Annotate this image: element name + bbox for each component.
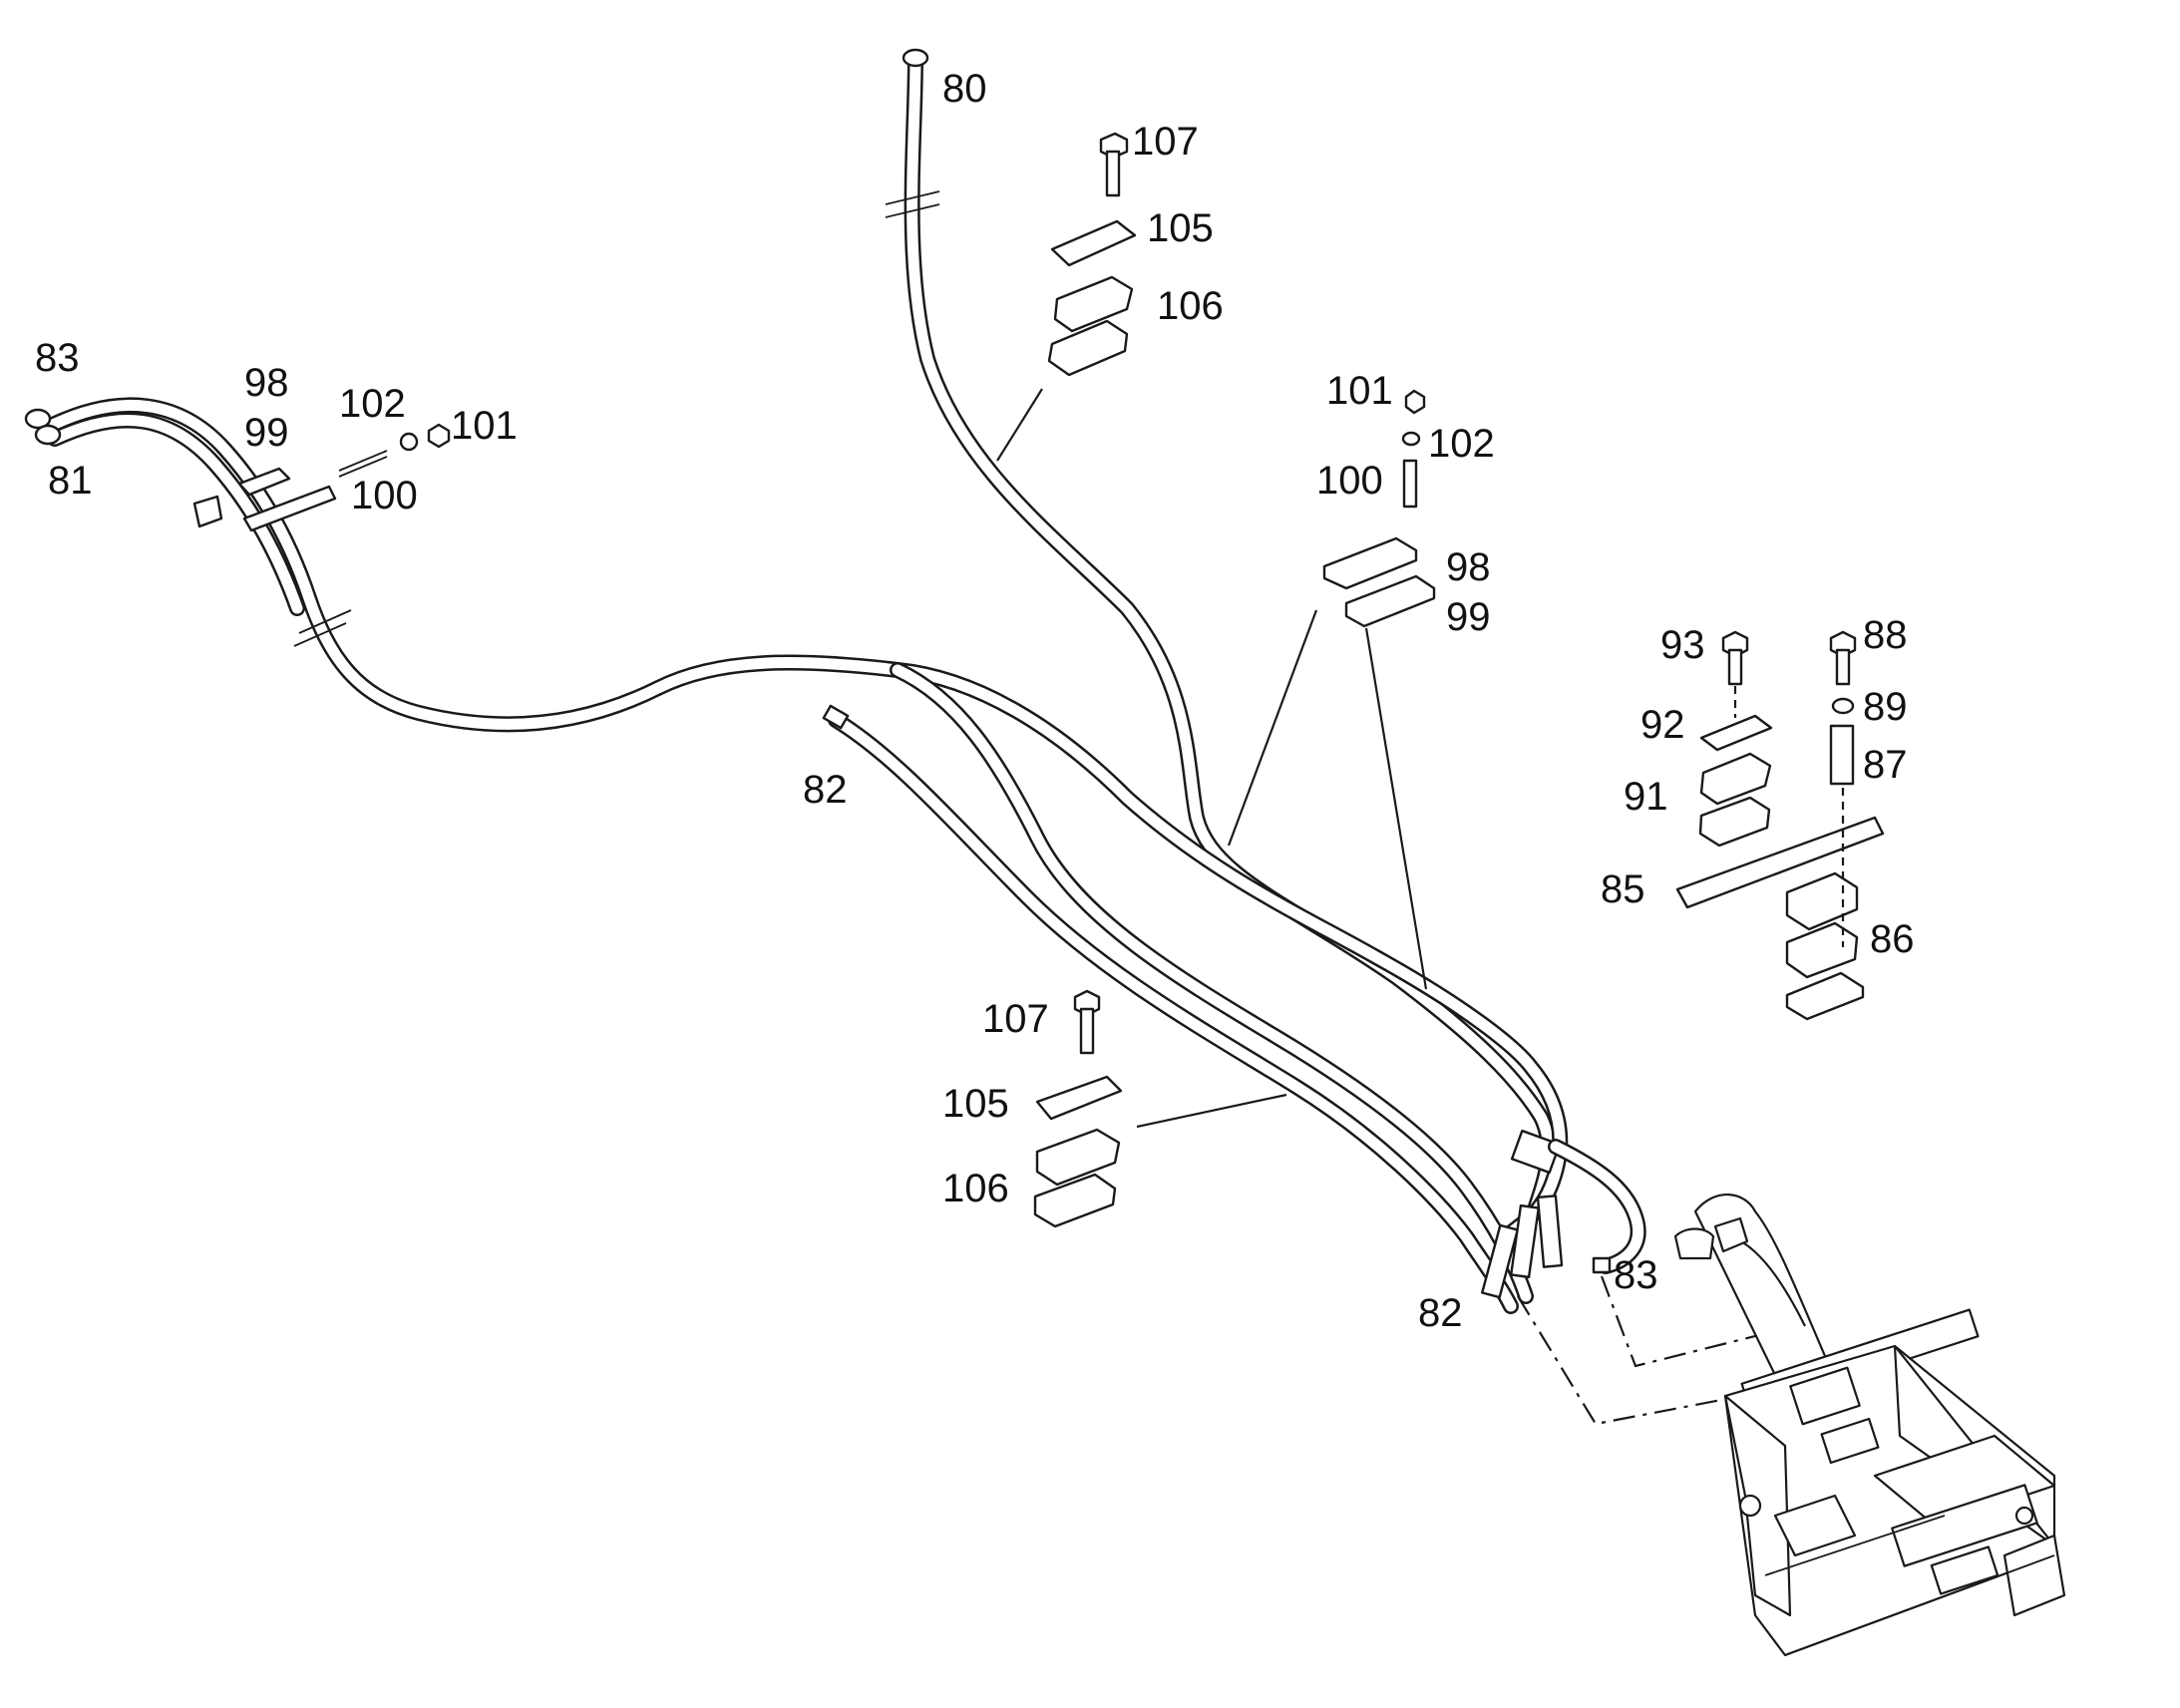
bracket-99-left [242, 485, 337, 532]
callout-100-left: 100 [351, 474, 418, 517]
callouts: 80 107 105 106 83 81 98 99 102 101 100 1… [35, 67, 1915, 1335]
callout-106-bottom: 106 [942, 1167, 1009, 1210]
callout-101-left: 101 [451, 404, 518, 448]
callout-81: 81 [48, 459, 93, 503]
leader-lines [996, 388, 1428, 1129]
top-clamp-set [1047, 132, 1137, 377]
callout-99-left: 99 [244, 411, 289, 455]
callout-100-mid: 100 [1316, 459, 1383, 503]
bolt-107-bottom [1073, 989, 1101, 1055]
callout-93: 93 [1660, 623, 1705, 667]
clamp-106-bottom [1033, 1128, 1121, 1228]
callout-102-mid: 102 [1428, 422, 1495, 466]
plate-105-bottom [1035, 1075, 1123, 1121]
bolt-93 [1721, 630, 1749, 686]
hose-83-81 [24, 397, 1569, 1244]
callout-98-left: 98 [244, 361, 289, 405]
callout-107-bottom: 107 [982, 997, 1049, 1041]
callout-105-top: 105 [1147, 206, 1214, 250]
callout-105-bottom: 105 [942, 1082, 1009, 1126]
callout-85: 85 [1601, 867, 1645, 911]
clamp-91 [1698, 752, 1772, 848]
washer-102-left [399, 432, 419, 452]
callout-91: 91 [1624, 775, 1668, 819]
middle-bracket-set [1322, 389, 1436, 628]
callout-92: 92 [1640, 703, 1685, 747]
callout-106-top: 106 [1157, 284, 1224, 328]
callout-101-mid: 101 [1326, 369, 1393, 413]
clamp-86 [1785, 871, 1865, 1021]
callout-82-top: 82 [803, 768, 848, 812]
right-clamp-assembly [1675, 630, 1885, 1021]
callout-88: 88 [1863, 613, 1908, 657]
hose-80 [885, 48, 1557, 1214]
callout-99-mid: 99 [1446, 595, 1491, 639]
hose-end-fittings [1481, 1129, 1646, 1299]
machine-assembly [1673, 1194, 2066, 1657]
bracket-98-left [237, 467, 291, 497]
stud-100-mid [1402, 459, 1418, 509]
callout-98-mid: 98 [1446, 545, 1491, 589]
nut-101-mid [1404, 389, 1426, 415]
plate-85 [1675, 816, 1885, 909]
callout-89: 89 [1863, 685, 1908, 729]
callout-86: 86 [1870, 917, 1915, 961]
bracket-98-mid [1322, 536, 1418, 590]
bottom-clamp-set [1033, 989, 1123, 1228]
bolt-88 [1829, 630, 1857, 686]
callout-107-top: 107 [1132, 120, 1199, 164]
bracket-99-mid [1344, 574, 1436, 628]
clamp-106-top [1047, 275, 1134, 377]
callout-80: 80 [942, 67, 987, 111]
plate-92 [1699, 714, 1773, 752]
left-bracket-set [192, 423, 451, 532]
callout-83-left: 83 [35, 336, 80, 380]
nut-101-left [427, 423, 451, 449]
callout-83-right: 83 [1614, 1253, 1658, 1297]
hose-82 [822, 662, 1534, 1314]
callout-102-left: 102 [339, 382, 406, 426]
washer-89 [1831, 697, 1855, 715]
callout-82-bottom: 82 [1418, 1291, 1463, 1335]
spacer-87 [1829, 724, 1855, 786]
callout-87: 87 [1863, 743, 1908, 787]
bolt-107-top [1099, 132, 1129, 197]
plate-105-top [1050, 219, 1137, 267]
washer-102-mid [1401, 431, 1421, 447]
